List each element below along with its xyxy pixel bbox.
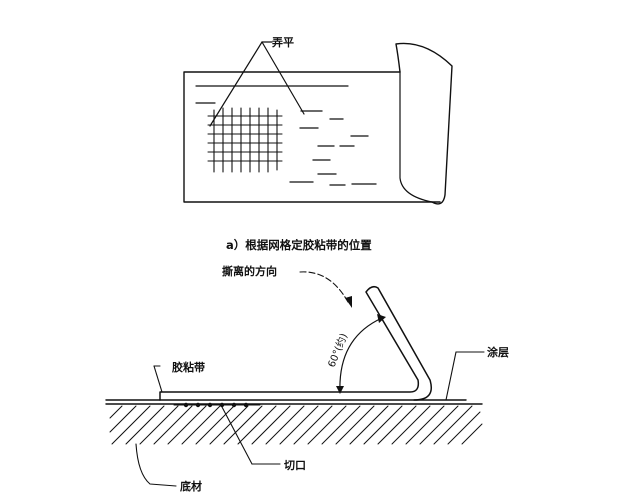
bottom-figure: 60°(约) 撕离的方向 胶粘带 涂层 切口 底材: [105, 264, 509, 493]
label-cut: 切口: [284, 459, 306, 472]
curled-tape: [395, 42, 453, 205]
substrate-hatch: [109, 405, 483, 445]
label-angle: 60°(约): [325, 331, 350, 369]
angle-arrow-bottom: [336, 386, 344, 394]
label-substrate: 底材: [180, 479, 202, 493]
adhesive-tape: [159, 285, 432, 401]
angle-arrow-top: [377, 314, 386, 323]
cut-dots: [173, 402, 261, 408]
panel-sheet: [183, 71, 441, 203]
caption-a: a）根据网格定胶粘带的位置: [226, 238, 372, 252]
curled-tape-inner: [399, 71, 433, 203]
cut-marks: [289, 110, 377, 186]
cut-leader: [221, 406, 253, 465]
flatten-leader-left: [209, 41, 263, 127]
tape-leader-v: [153, 365, 163, 393]
peel-direction-leader: [299, 271, 349, 303]
coating-leader-v: [445, 351, 457, 401]
peel-direction-arrowhead: [345, 296, 352, 308]
label-coating: 涂层: [487, 345, 509, 359]
top-figure: 弄平 a）根据网格定胶粘带的位置: [183, 36, 453, 252]
substrate-leader: [135, 443, 177, 487]
label-flatten: 弄平: [271, 36, 294, 49]
flatten-leader-right: [261, 41, 305, 115]
angle-arc: [339, 317, 383, 393]
label-peel-direction: 撕离的方向: [222, 264, 277, 278]
cross-hatch-grid: [207, 107, 283, 173]
label-tape: 胶粘带: [172, 360, 205, 374]
